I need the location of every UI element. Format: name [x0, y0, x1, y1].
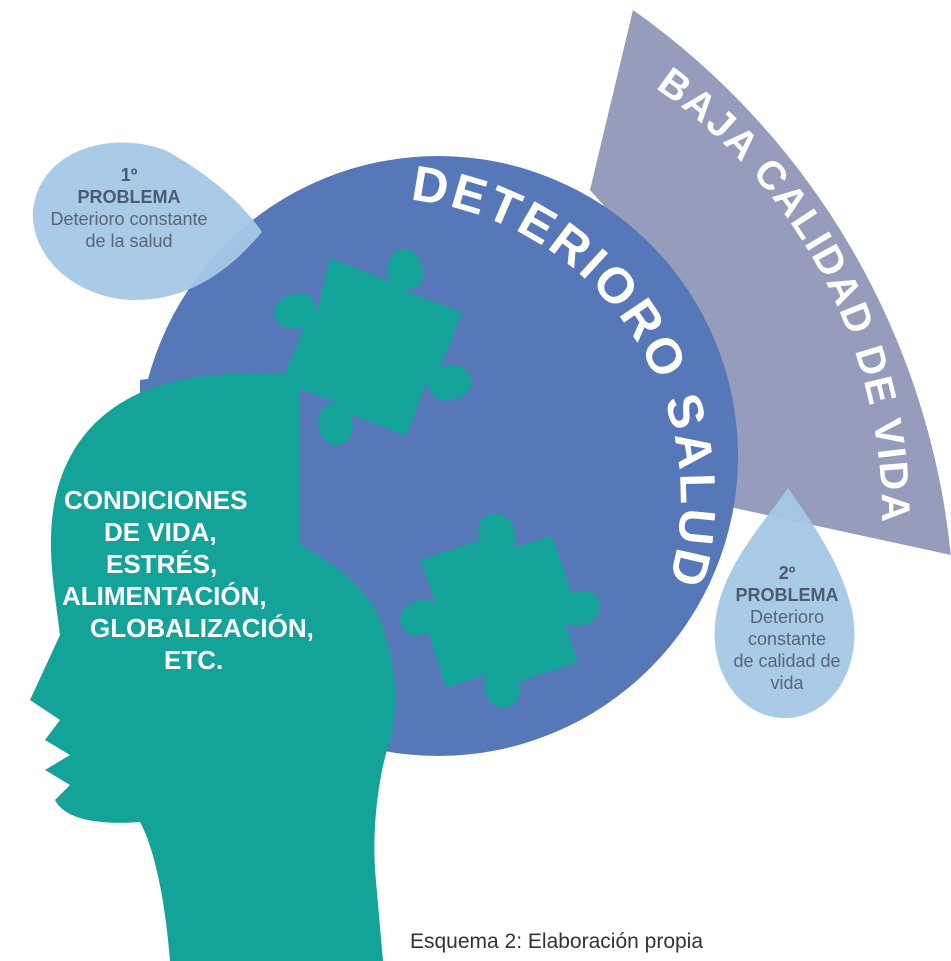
- problem1-drop: [32, 142, 262, 300]
- conditions-label: CONDICIONES DE VIDA, ESTRÉS, ALIMENTACIÓ…: [40, 484, 360, 676]
- conditions-line: DE VIDA,: [104, 517, 217, 547]
- puzzle-piece-top: [274, 248, 472, 446]
- problem1-number: 1º: [120, 165, 138, 185]
- problem2-line: Deterioro: [749, 607, 825, 627]
- problem2-number: 2º: [778, 563, 796, 583]
- conditions-line: GLOBALIZACIÓN,: [90, 613, 314, 643]
- problem2-line: de calidad de: [733, 651, 841, 671]
- conditions-line: ETC.: [164, 645, 224, 675]
- conditions-line: ESTRÉS,: [106, 549, 218, 579]
- puzzle-piece-right: [400, 513, 600, 708]
- problem1-title: PROBLEMA: [77, 187, 181, 207]
- problem2-drop: [714, 488, 855, 718]
- quality-of-life-band: [590, 10, 951, 557]
- problem2-text: 2º PROBLEMA Deterioro constante de calid…: [712, 562, 862, 694]
- problem1-line: de la salud: [85, 231, 173, 251]
- problem2-line: vida: [770, 673, 804, 693]
- conditions-line: CONDICIONES: [64, 485, 248, 515]
- problem2-line: constante: [747, 629, 827, 649]
- conditions-line: ALIMENTACIÓN,: [62, 581, 267, 611]
- diagram-caption: Esquema 2: Elaboración propia: [410, 930, 704, 953]
- head-silhouette: [30, 373, 396, 961]
- problem2-title: PROBLEMA: [735, 585, 839, 605]
- problem1-text: 1º PROBLEMA Deterioro constante de la sa…: [24, 164, 234, 252]
- problem1-line: Deterioro constante: [50, 209, 208, 229]
